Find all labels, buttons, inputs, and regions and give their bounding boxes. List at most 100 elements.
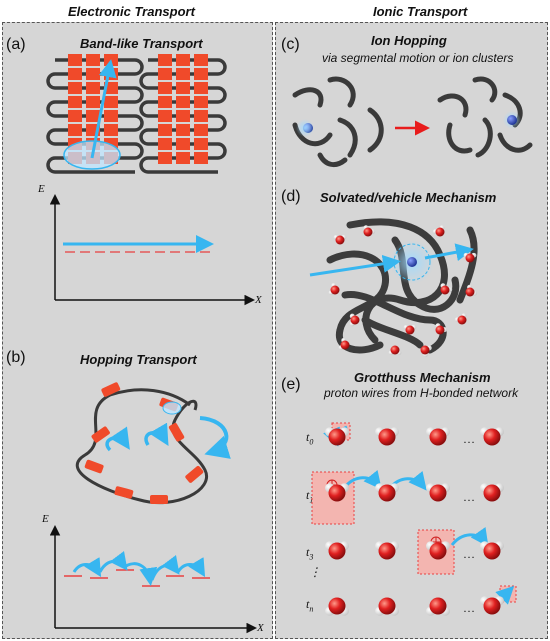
water-molecule bbox=[426, 541, 450, 560]
water-molecules-d bbox=[328, 225, 478, 358]
water-molecule bbox=[325, 427, 349, 446]
water-molecule bbox=[463, 252, 477, 263]
polymer-tangle bbox=[326, 218, 478, 354]
time-label-tn: tn bbox=[306, 597, 314, 614]
water-molecule bbox=[426, 427, 450, 446]
water-molecule bbox=[440, 283, 453, 295]
panel-d-label: (d) bbox=[281, 188, 301, 205]
oxygen-atom bbox=[457, 315, 467, 325]
oxygen-atom bbox=[483, 428, 501, 446]
time-label-vdots: ⋮ bbox=[309, 565, 321, 579]
ellipsis-row1: … bbox=[463, 490, 475, 504]
oxygen-atom bbox=[483, 597, 501, 615]
oxygen-atom bbox=[328, 484, 346, 502]
oxygen-atom bbox=[328, 542, 346, 560]
oxygen-atom bbox=[330, 285, 340, 295]
ellipsis-row3: … bbox=[463, 601, 475, 615]
axes-b bbox=[49, 525, 257, 634]
ion-left-glow bbox=[296, 119, 314, 137]
oxygen-atom bbox=[350, 315, 360, 325]
oxygen-atom bbox=[429, 428, 447, 446]
panel-c-subtitle: via segmental motion or ion clusters bbox=[322, 51, 514, 65]
oxygen-atom bbox=[335, 235, 345, 245]
grotthuss-arrows bbox=[323, 425, 515, 605]
axis-x-label-b: X bbox=[257, 622, 264, 634]
water-molecule bbox=[338, 337, 350, 351]
ion-right bbox=[507, 115, 517, 125]
water-molecule bbox=[435, 323, 448, 335]
water-molecule bbox=[375, 427, 399, 446]
vehicle-arrow-out bbox=[424, 243, 474, 262]
water-molecule bbox=[328, 282, 340, 296]
hopping-chain bbox=[75, 382, 231, 505]
panel-e-label: (e) bbox=[281, 376, 301, 393]
water-molecule bbox=[480, 427, 504, 446]
oxygen-atom bbox=[378, 597, 396, 615]
panel-b-label: (b) bbox=[6, 349, 26, 366]
water-molecule bbox=[375, 541, 399, 560]
oxygen-atom bbox=[483, 484, 501, 502]
panel-e-subtitle: proton wires from H-bonded network bbox=[324, 386, 519, 400]
time-label-t3: t3 bbox=[306, 545, 314, 562]
oxygen-atom bbox=[483, 542, 501, 560]
proton-boxes bbox=[311, 422, 517, 603]
water-molecule bbox=[426, 597, 450, 616]
panel-a-label: (a) bbox=[6, 36, 26, 53]
ionic-transport-header: Ionic Transport bbox=[373, 4, 468, 19]
oxygen-atom bbox=[363, 227, 373, 237]
oxygen-atom bbox=[420, 345, 430, 355]
oxygen-atom bbox=[435, 325, 445, 335]
band-stack-right bbox=[139, 54, 227, 174]
electronic-transport-header: Electronic Transport bbox=[68, 4, 195, 19]
oxygen-atom bbox=[405, 325, 415, 335]
time-label-t1: t1 bbox=[306, 488, 314, 505]
panel-c-label: (c) bbox=[281, 36, 300, 53]
vehicle-arrow-in bbox=[309, 254, 401, 277]
water-molecule bbox=[432, 225, 445, 237]
water-molecule bbox=[325, 597, 349, 616]
water-molecule bbox=[480, 596, 504, 615]
solvated-ion bbox=[407, 257, 417, 267]
water-molecule bbox=[403, 324, 417, 335]
panel-b-title: Hopping Transport bbox=[80, 352, 197, 367]
oxygen-atom bbox=[465, 287, 475, 297]
panel-c-title: Ion Hopping bbox=[371, 33, 447, 48]
water-molecule bbox=[480, 541, 504, 560]
axis-e-label-b: E bbox=[42, 513, 49, 525]
water-molecule bbox=[349, 313, 360, 327]
oxygen-atom bbox=[429, 542, 447, 560]
ellipsis-row2: … bbox=[463, 547, 475, 561]
axis-x-label-a: X bbox=[255, 294, 262, 306]
oxygen-atom bbox=[340, 340, 350, 350]
time-label-t0: t0 bbox=[306, 430, 314, 447]
water-molecule bbox=[333, 234, 347, 245]
axes-a bbox=[49, 194, 255, 306]
oxygen-atom bbox=[429, 597, 447, 615]
ellipsis-row0: … bbox=[463, 432, 475, 446]
oxygen-atom bbox=[440, 285, 450, 295]
oxygen-atom bbox=[465, 253, 475, 263]
water-molecule bbox=[454, 313, 467, 325]
oxygen-atom bbox=[328, 597, 346, 615]
water-molecule bbox=[426, 483, 450, 502]
band-transport-arrow bbox=[90, 59, 117, 159]
water-molecule bbox=[325, 483, 349, 502]
water-molecules-e bbox=[325, 427, 504, 616]
panel-d-title: Solvated/vehicle Mechanism bbox=[320, 190, 497, 205]
oxygen-atom bbox=[378, 484, 396, 502]
water-molecule bbox=[375, 483, 399, 502]
water-molecule bbox=[363, 225, 376, 237]
water-molecule bbox=[420, 345, 432, 358]
water-molecule bbox=[375, 597, 399, 616]
oxygen-atom bbox=[390, 345, 400, 355]
panel-a-title: Band-like Transport bbox=[80, 36, 203, 51]
water-molecule bbox=[325, 541, 349, 560]
oxygen-atom bbox=[435, 227, 445, 237]
oxygen-atom bbox=[378, 542, 396, 560]
oxygen-atom bbox=[328, 428, 346, 446]
oxygen-atom bbox=[378, 428, 396, 446]
electronic-panel bbox=[2, 22, 273, 639]
water-molecule bbox=[480, 483, 504, 502]
axis-e-label-a: E bbox=[38, 183, 45, 195]
